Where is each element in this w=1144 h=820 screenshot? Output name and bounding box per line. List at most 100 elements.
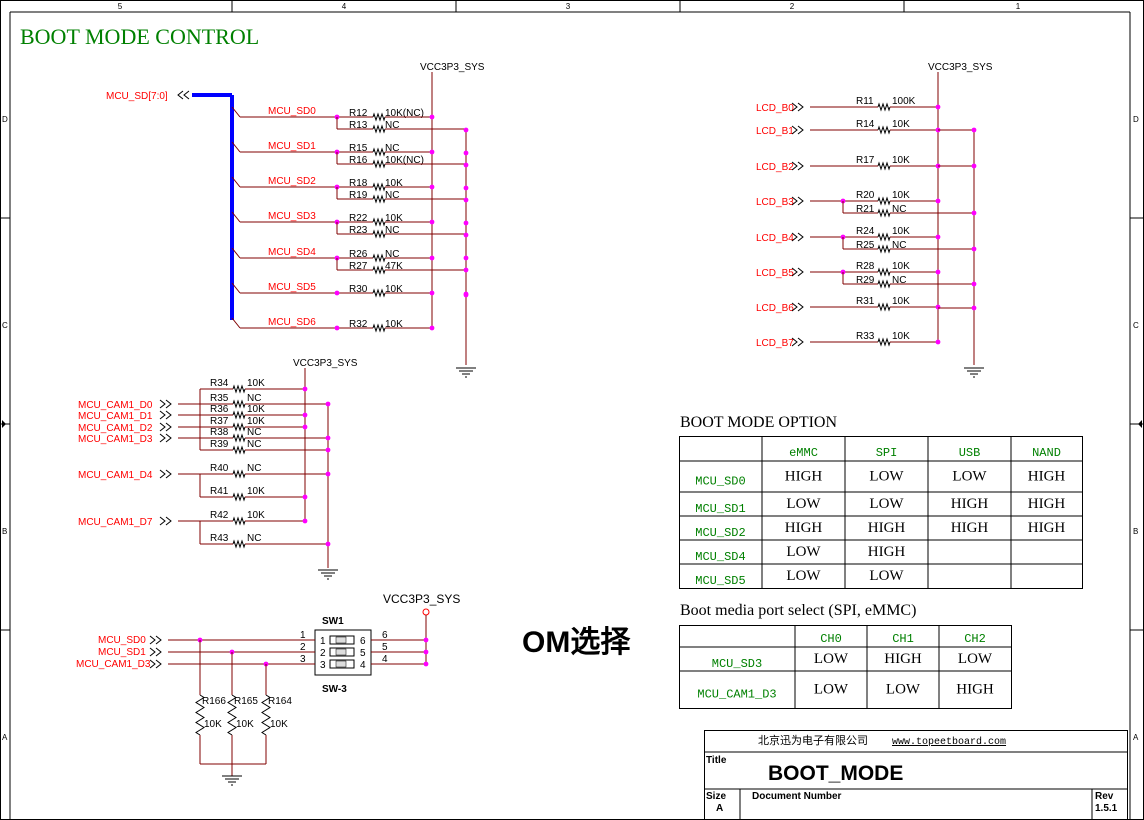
chevron xyxy=(797,161,804,171)
size-value: A xyxy=(716,803,723,814)
column-number: 1 xyxy=(1016,2,1021,11)
pin-number: 4 xyxy=(382,654,388,665)
table-header-cell: SPI xyxy=(876,446,898,460)
table-row-label: MCU_CAM1_D3 xyxy=(697,688,776,702)
junction-dot xyxy=(325,401,331,407)
port-arrow-icon xyxy=(791,102,804,112)
resistor-symbol xyxy=(232,410,246,420)
column-number: 5 xyxy=(118,2,123,11)
resistor-symbol xyxy=(877,232,891,242)
pin-number: 3 xyxy=(320,660,326,671)
bus-entry xyxy=(231,106,241,118)
resistor-symbol xyxy=(372,112,386,122)
chevron xyxy=(165,469,172,479)
resistor-symbol xyxy=(877,279,891,289)
chevron xyxy=(159,422,166,432)
resistor-value: 10K xyxy=(247,378,265,389)
resistor-value: NC xyxy=(385,249,399,260)
resistor-ref: R32 xyxy=(349,319,368,330)
resistor-ref: R26 xyxy=(349,249,368,260)
chevron xyxy=(165,433,172,443)
row-letter: C xyxy=(1133,321,1139,330)
chevron xyxy=(149,659,156,669)
row-letter: D xyxy=(2,115,8,124)
chevron xyxy=(165,410,172,420)
resistor-ref: R29 xyxy=(856,275,875,286)
resistor-symbol xyxy=(877,244,891,254)
chevron xyxy=(165,422,172,432)
chevron xyxy=(155,659,162,669)
net-label: MCU_CAM1_D3 xyxy=(76,659,151,670)
chevron xyxy=(177,90,184,100)
junction-dot xyxy=(935,304,941,310)
junction-dot xyxy=(463,150,469,156)
row-letter: D xyxy=(1133,115,1139,124)
chevron xyxy=(149,647,156,657)
bus-entry xyxy=(231,176,241,188)
pin-number: 1 xyxy=(300,630,306,641)
resistor-symbol xyxy=(372,194,386,204)
chevron xyxy=(159,469,166,479)
resistor-value: NC xyxy=(247,427,261,438)
resistor-symbol xyxy=(877,302,891,312)
resistor-value: 47K xyxy=(385,261,403,272)
junction-dot xyxy=(971,127,977,133)
resistor-symbol xyxy=(232,422,246,432)
chevron xyxy=(797,337,804,347)
switch-actuator xyxy=(335,648,347,656)
junction-dot xyxy=(325,471,331,477)
pin-number: 4 xyxy=(360,660,366,671)
port-arrow-icon xyxy=(159,433,172,443)
chevron xyxy=(791,302,798,312)
chevron xyxy=(159,516,166,526)
table-header-cell: NAND xyxy=(1032,446,1061,460)
ground-icon xyxy=(318,569,338,580)
power-label: VCC3P3_SYS xyxy=(293,358,358,369)
frame-marker-icon xyxy=(1138,420,1142,428)
resistor-symbol xyxy=(372,147,386,157)
resistor-symbol xyxy=(372,288,386,298)
pin-number: 5 xyxy=(360,648,366,659)
net-label: MCU_SD0 xyxy=(98,635,146,646)
switch-slot xyxy=(329,635,355,645)
junction-dot xyxy=(971,210,977,216)
table-cell: HIGH xyxy=(785,469,823,485)
chevron xyxy=(149,635,156,645)
bus-entry xyxy=(231,317,241,329)
bus-entry xyxy=(231,247,241,259)
resistor-symbol xyxy=(877,161,891,171)
net-label: LCD_B2 xyxy=(756,162,794,173)
resistor-ref: R17 xyxy=(856,155,875,166)
resistor-value: 10K(NC) xyxy=(385,108,424,119)
table-cell: HIGH xyxy=(785,520,823,536)
net-label: MCU_CAM1_D7 xyxy=(78,517,153,528)
junction-dot xyxy=(971,163,977,169)
resistor-symbol xyxy=(877,125,891,135)
pin-number: 6 xyxy=(360,636,366,647)
resistor-ref: R35 xyxy=(210,393,229,404)
chevron xyxy=(791,102,798,112)
company-name: 北京迅为电子有限公司 xyxy=(758,733,868,747)
resistor-symbol xyxy=(232,516,246,526)
resistor-ref: R24 xyxy=(856,226,875,237)
table-cell: LOW xyxy=(952,469,987,485)
chevron xyxy=(791,267,798,277)
chevron xyxy=(159,410,166,420)
junction-dot xyxy=(302,424,308,430)
row-letter: B xyxy=(1133,527,1138,536)
column-number: 4 xyxy=(342,2,347,11)
switch-ref: SW1 xyxy=(322,616,344,627)
port-arrow-icon xyxy=(791,125,804,135)
resistor-value: 10K xyxy=(236,719,254,730)
junction-dot xyxy=(463,292,469,298)
resistor-symbol xyxy=(372,124,386,134)
